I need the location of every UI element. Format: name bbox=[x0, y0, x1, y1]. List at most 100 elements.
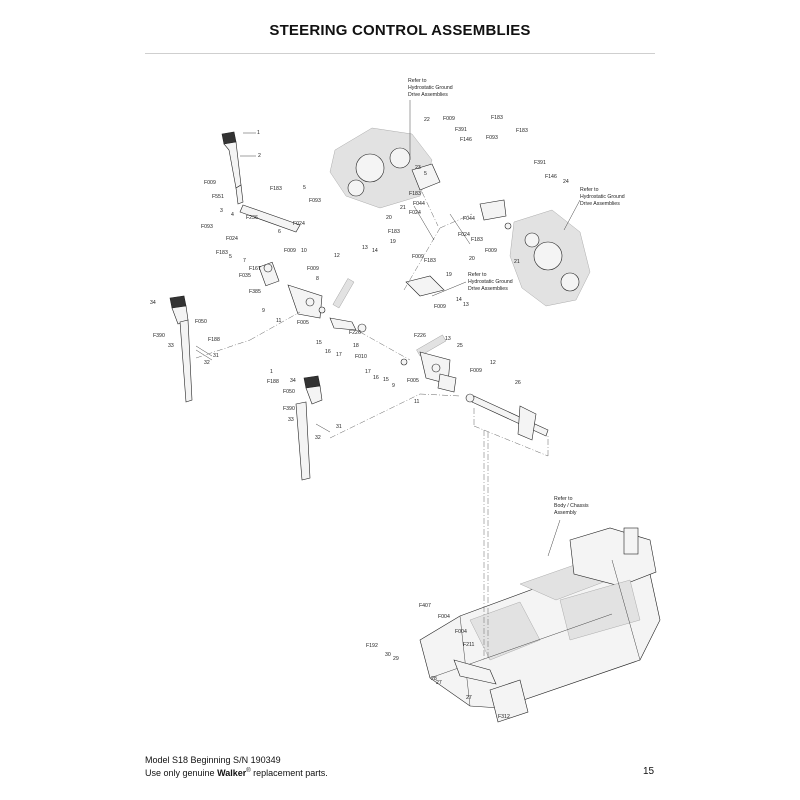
part-callout: 31 bbox=[213, 353, 219, 359]
part-callout: F236 bbox=[246, 215, 258, 221]
part-callout: F050 bbox=[195, 319, 207, 325]
part-callout: F009 bbox=[307, 266, 319, 272]
part-callout: F024 bbox=[226, 236, 238, 242]
footer-model-line: Model S18 Beginning S/N 190349 bbox=[145, 755, 281, 765]
part-callout: F183 bbox=[270, 186, 282, 192]
part-callout: 6 bbox=[278, 229, 281, 235]
part-callout: 34 bbox=[290, 378, 296, 384]
part-callout: 19 bbox=[390, 239, 396, 245]
part-callout: 15 bbox=[383, 377, 389, 383]
reference-note-line: Drive Assemblies bbox=[580, 201, 620, 207]
part-callout: F226 bbox=[414, 333, 426, 339]
part-callout: F009 bbox=[412, 254, 424, 260]
part-callout: 5 bbox=[229, 254, 232, 260]
part-callout: 16 bbox=[325, 349, 331, 355]
part-callout: F183 bbox=[491, 115, 503, 121]
part-callout: 13 bbox=[445, 336, 451, 342]
part-callout: F146 bbox=[545, 174, 557, 180]
part-callout: F050 bbox=[283, 389, 295, 395]
reference-note-line: Body / Chassis bbox=[554, 503, 589, 509]
part-callout: F024 bbox=[409, 210, 421, 216]
part-callout: 33 bbox=[288, 417, 294, 423]
part-callout: 20 bbox=[386, 215, 392, 221]
center-hardware bbox=[405, 163, 512, 297]
reference-note-line: Refer to bbox=[554, 496, 573, 502]
part-callout: F010 bbox=[355, 354, 367, 360]
part-callout: 20 bbox=[469, 256, 475, 262]
part-callout: F044 bbox=[413, 201, 425, 207]
part-callout: 34 bbox=[150, 300, 156, 306]
footer: Model S18 Beginning S/N 190349 Use only … bbox=[145, 755, 328, 779]
part-callout: F183 bbox=[388, 229, 400, 235]
part-callout: F391 bbox=[534, 160, 546, 166]
footer-prefix: Use only genuine bbox=[145, 768, 218, 778]
leader-lines bbox=[195, 100, 581, 660]
reference-note-line: Hydrostatic Ground bbox=[468, 279, 513, 285]
left-linkage-assembly bbox=[239, 204, 367, 333]
reference-note-line: Assembly bbox=[554, 510, 577, 516]
part-callout: 13 bbox=[463, 302, 469, 308]
reference-note-line: Refer to bbox=[468, 272, 487, 278]
part-callout: 17 bbox=[365, 369, 371, 375]
page-number: 15 bbox=[643, 766, 655, 777]
part-callout: 21 bbox=[514, 259, 520, 265]
part-callout: 1 bbox=[257, 130, 260, 136]
part-callout: F009 bbox=[204, 180, 216, 186]
part-callout: 13 bbox=[362, 245, 368, 251]
part-callout: F188 bbox=[208, 337, 220, 343]
part-callout: 26 bbox=[515, 380, 521, 386]
reference-note-line: Refer to bbox=[580, 187, 599, 193]
part-callout: 18 bbox=[353, 343, 359, 349]
title-divider bbox=[145, 53, 655, 54]
part-callout: 14 bbox=[372, 248, 378, 254]
reference-note-line: Hydrostatic Ground bbox=[580, 194, 625, 200]
part-callout: F005 bbox=[407, 378, 419, 384]
reference-note-line: Hydrostatic Ground bbox=[408, 85, 453, 91]
center-hand-lever bbox=[295, 375, 331, 481]
reference-note-line: Drive Assemblies bbox=[468, 286, 508, 292]
part-callout: 10 bbox=[301, 248, 307, 254]
part-callout: F183 bbox=[424, 258, 436, 264]
part-callout: F093 bbox=[309, 198, 321, 204]
part-callout: 28 bbox=[431, 676, 437, 682]
part-callout: 9 bbox=[262, 308, 265, 314]
footer-registered-mark: ® bbox=[246, 768, 251, 774]
part-callout: 33 bbox=[168, 343, 174, 349]
part-callout: 27 bbox=[436, 680, 442, 686]
part-callout: F312 bbox=[498, 714, 510, 720]
part-callout: F035 bbox=[239, 273, 251, 279]
part-callout: 32 bbox=[315, 435, 321, 441]
chassis-frame bbox=[419, 527, 661, 723]
part-callout: 27 bbox=[466, 695, 472, 701]
part-callout: 31 bbox=[336, 424, 342, 430]
part-callout: 24 bbox=[563, 179, 569, 185]
part-callout: 1 bbox=[270, 369, 273, 375]
part-callout: F004 bbox=[438, 614, 450, 620]
part-callout: F391 bbox=[455, 127, 467, 133]
footer-suffix: replacement parts. bbox=[250, 768, 328, 778]
part-callout: F183 bbox=[471, 237, 483, 243]
part-callout: F146 bbox=[460, 137, 472, 143]
part-callout: 3 bbox=[220, 208, 223, 214]
part-callout: F211 bbox=[463, 642, 475, 648]
left-hand-lever bbox=[169, 295, 213, 403]
page-title: STEERING CONTROL ASSEMBLIES bbox=[269, 22, 531, 39]
part-callout: 4 bbox=[231, 212, 234, 218]
hydrostatic-drive-right bbox=[509, 209, 591, 307]
part-callout: F226 bbox=[349, 330, 361, 336]
part-callout: F183 bbox=[216, 250, 228, 256]
part-callout: F188 bbox=[267, 379, 279, 385]
part-callout: F183 bbox=[409, 191, 421, 197]
left-steering-lever bbox=[221, 131, 244, 205]
part-callout: 32 bbox=[204, 360, 210, 366]
part-callout: 16 bbox=[373, 375, 379, 381]
right-linkage-assembly bbox=[400, 334, 457, 393]
part-callout: F024 bbox=[458, 232, 470, 238]
part-callout: 19 bbox=[446, 272, 452, 278]
part-callout: 22 bbox=[424, 117, 430, 123]
